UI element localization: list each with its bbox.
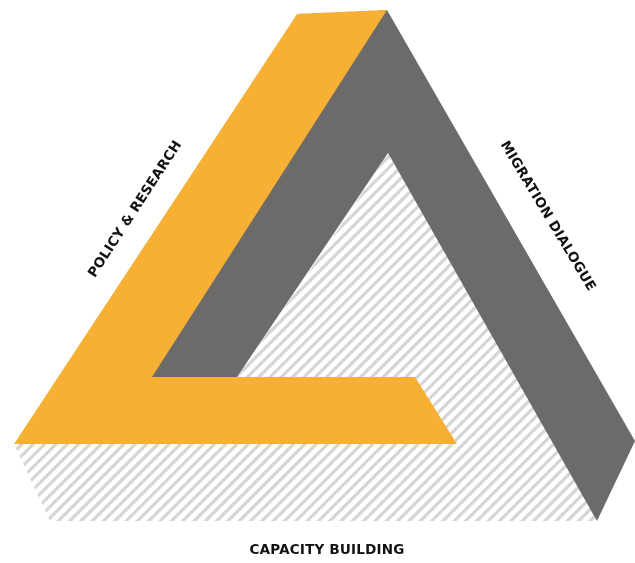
yellow-band-policy-research — [14, 10, 457, 444]
label-capacity-building: CAPACITY BUILDING — [250, 542, 405, 558]
hatched-band-capacity-building — [14, 153, 597, 521]
